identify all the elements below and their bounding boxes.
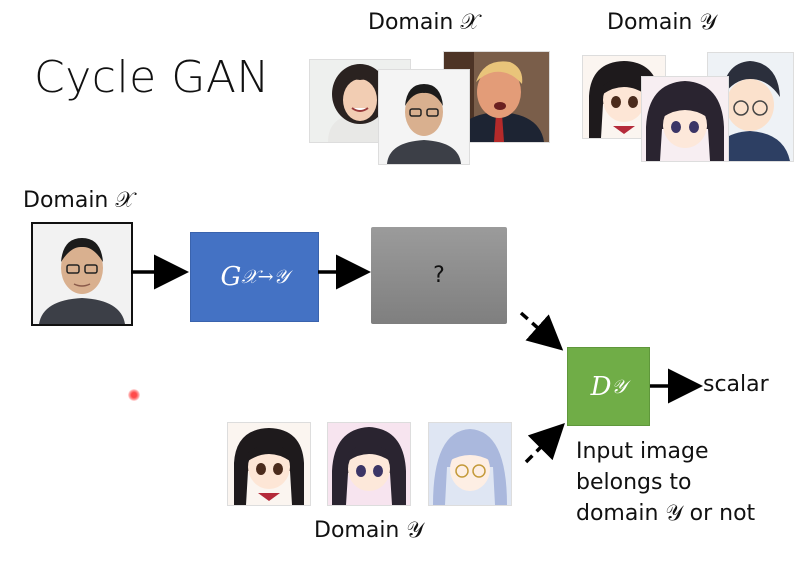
- real-face-photo-2: [378, 69, 470, 165]
- anime-face-image-2: [641, 76, 729, 162]
- bottom-anime-image-1: [227, 422, 311, 506]
- description-line-3: domain 𝒴 or not: [576, 501, 756, 526]
- discriminator-description: Input image belongs to domain 𝒴 or not: [576, 436, 755, 529]
- bottom-domain-y-label: Domain 𝒴: [314, 518, 424, 543]
- generator-symbol: G: [220, 262, 242, 292]
- bottom-anime-image-2: [327, 422, 411, 506]
- output-scalar-label: scalar: [703, 372, 769, 397]
- description-line-2: belongs to: [576, 470, 692, 495]
- arrow-dashed-icon: [524, 423, 565, 464]
- unknown-output-box: ?: [371, 227, 507, 324]
- anime-face-image-icon: [429, 423, 511, 505]
- input-domain-x-label: Domain 𝒳: [23, 188, 135, 213]
- anime-face-image-icon: [642, 77, 728, 161]
- arrow-dashed-icon: [519, 311, 564, 351]
- real-face-photo-icon: [33, 224, 131, 324]
- discriminator-symbol: D: [590, 371, 612, 402]
- slide-title: Cycle GAN: [34, 52, 270, 103]
- generator-subscript: 𝒳→𝒴: [241, 266, 289, 288]
- real-face-photo-icon: [379, 70, 469, 164]
- bottom-anime-image-3: [428, 422, 512, 506]
- discriminator-subscript: 𝒴: [611, 375, 627, 398]
- top-domain-x-label: Domain 𝒳: [368, 10, 480, 35]
- anime-face-image-icon: [328, 423, 410, 505]
- anime-face-image-icon: [228, 423, 310, 505]
- top-domain-y-label: Domain 𝒴: [607, 10, 717, 35]
- unknown-output-label: ?: [433, 263, 445, 288]
- description-line-1: Input image: [576, 439, 709, 464]
- pointer-dot-icon: [128, 389, 140, 401]
- input-face-photo: [31, 222, 133, 326]
